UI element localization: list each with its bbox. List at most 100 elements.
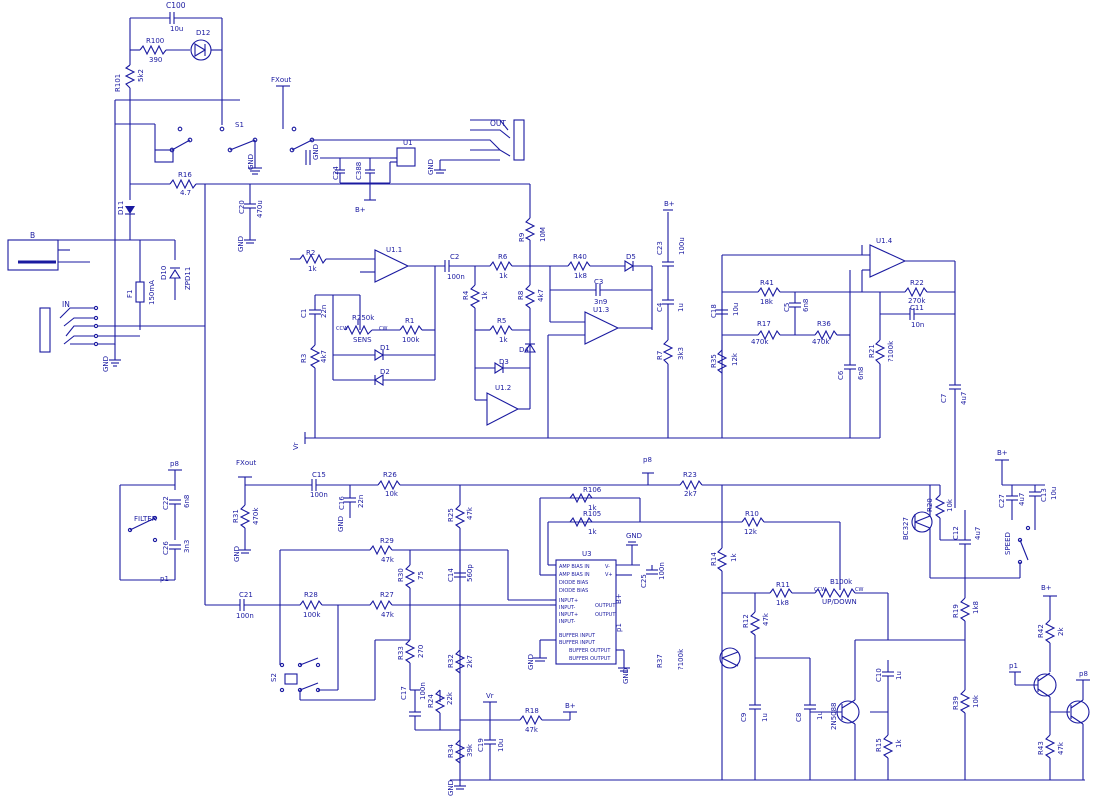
value-R5: 1k [499,336,508,344]
label-R23: R23 [683,471,697,479]
value-R16: 4.7 [180,189,191,197]
value-R106: 1k [588,504,597,512]
value-R42: 2k [1057,627,1065,636]
lower-section [119,469,1085,790]
net-bplus-c23: B+ [664,200,675,208]
value-C9: 1u [761,713,769,722]
label-U3: U3 [582,550,592,558]
value-C8: 1u [816,711,824,720]
label-C25: C25 [640,574,648,588]
value-C100: 10u [170,25,183,33]
label-OUT: OUT [490,119,506,128]
value-C5: 6n8 [802,299,810,312]
net-cw-updown: CW [855,587,863,593]
label-R100: R100 [146,37,164,45]
label-R31: R31 [232,509,240,523]
u3-pin-v-plus: V+ [605,572,613,578]
label-BC327-upper: BC327 [902,517,910,540]
label-R105: R105 [583,510,601,518]
value-R37: ?100k [677,648,685,670]
net-ccw-updown: CCW [814,587,826,593]
u3-ic [533,492,658,672]
value-C27: 4u7 [1018,493,1026,506]
net-p8-left: p8 [170,460,179,468]
label-R30: R30 [397,568,405,582]
label-R101: R101 [114,74,122,92]
value-R250k: SENS [353,336,372,344]
label-U1: U1 [403,139,413,147]
label-R37: R37 [656,654,664,668]
label-C23: C23 [656,241,664,255]
value-R21: ?100k [887,340,895,362]
label-F1: F1 [126,290,134,298]
label-D12: D12 [196,29,210,37]
label-R36: R36 [817,320,831,328]
net-ccw-sens: CCW [336,326,348,332]
label-D4: D4 [519,346,529,354]
label-C10: C10 [875,668,883,682]
value-R26: 10k [385,490,399,498]
u3-pin-output-1: OUTPUT [595,603,616,609]
net-gnd-u3-left: GND [527,654,535,670]
value-R6: 1k [499,272,508,280]
label-2N5088-mid: 2N5088 [830,702,838,730]
label-Bplus-top: B+ [355,206,366,214]
value-R100: 390 [149,56,162,64]
label-C4: C4 [656,302,664,312]
net-cw-sens: CW [379,326,387,332]
label-C6: C6 [837,370,845,380]
value-C20: 470u [256,200,264,218]
value-C25: 100n [658,562,666,580]
u3-pin-input-plus-2: INPUT+ [559,612,578,618]
label-SPEED: SPEED [1004,532,1012,555]
label-R32: R32 [447,654,455,668]
label-C13: C13 [1040,488,1048,502]
value-R40: 1k8 [574,272,587,280]
net-gnd-c16: GND [337,516,345,532]
lfo-section [716,244,961,508]
label-R35: R35 [710,354,718,368]
label-R12: R12 [742,614,750,628]
value-C1: 22n [320,305,328,318]
value-R34: 39k [466,743,474,757]
label-R14: R14 [710,552,718,566]
net-labels: GND GND GND GND GND B+ B+ B+ B+ B+ p8 p8… [102,144,1088,796]
label-R19: R19 [952,604,960,618]
label-R39: R39 [952,696,960,710]
value-R31: 470k [252,507,260,525]
value-R36: 470k [812,338,830,346]
label-C2: C2 [450,253,459,261]
label-C11: C11 [910,304,924,312]
label-C7: C7 [940,394,948,403]
label-R4: R4 [462,290,470,300]
label-C1: C1 [300,309,308,318]
u3-pin-diode-bias-2: DIODE BIAS [559,588,588,594]
net-gnd-bottom: GND [447,780,455,796]
u3-pin-input-minus-2: INPUT- [559,619,575,625]
u3-pin-input-minus-1: INPUT- [559,605,575,611]
value-R15: 1k [895,739,903,748]
label-R106: R106 [583,486,602,494]
label-U1.3: U1.3 [593,306,609,314]
net-gnd-r31: GND [233,546,241,562]
label-p8-mid: p8 [643,456,652,464]
value-R32: 2k7 [466,655,474,668]
label-R11: R11 [776,581,790,589]
label-R9: R9 [518,233,526,242]
label-R3: R3 [300,354,308,363]
label-C12: C12 [952,526,960,540]
label-R15: R15 [875,738,883,752]
value-C11: 10n [911,321,924,329]
value-R28: 100k [303,611,321,619]
value-R23: 2k7 [684,490,697,498]
value-R33: 270 [417,645,425,658]
net-gnd-c20: GND [237,236,245,252]
label-C27: C27 [998,494,1006,508]
value-R22: 270k [908,297,926,305]
label-R26: R26 [383,471,397,479]
u3-pin-buffer-input-2: BUFFER INPUT [559,640,596,646]
label-R27: R27 [380,591,394,599]
u3-pin-input-plus-1: INPUT+ [559,598,578,604]
label-C16: C16 [338,496,346,510]
net-p1-left: p1 [160,575,169,583]
